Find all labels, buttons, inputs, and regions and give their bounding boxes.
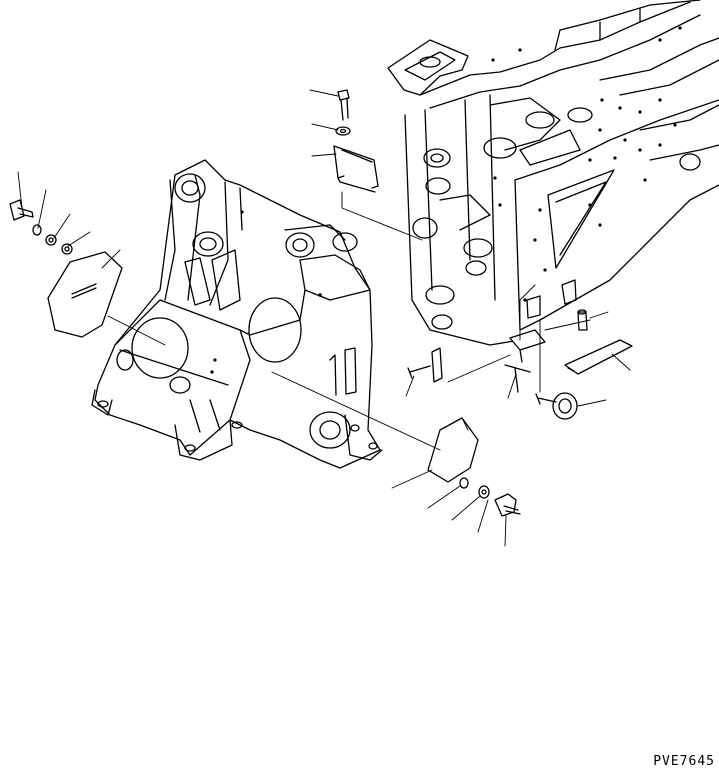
figure-id: PVE7645: [653, 754, 715, 769]
front-frame: [91, 159, 383, 469]
left-cover-plate: [47, 251, 123, 338]
leader-lines: [17, 89, 631, 547]
right-cover-plate: [427, 417, 479, 483]
left-bolt-set: [9, 199, 73, 255]
bracket-set: [333, 89, 379, 193]
right-bolt-set: [459, 477, 521, 517]
rear-frame: [387, 0, 719, 346]
lock-bar-set: [407, 309, 633, 420]
